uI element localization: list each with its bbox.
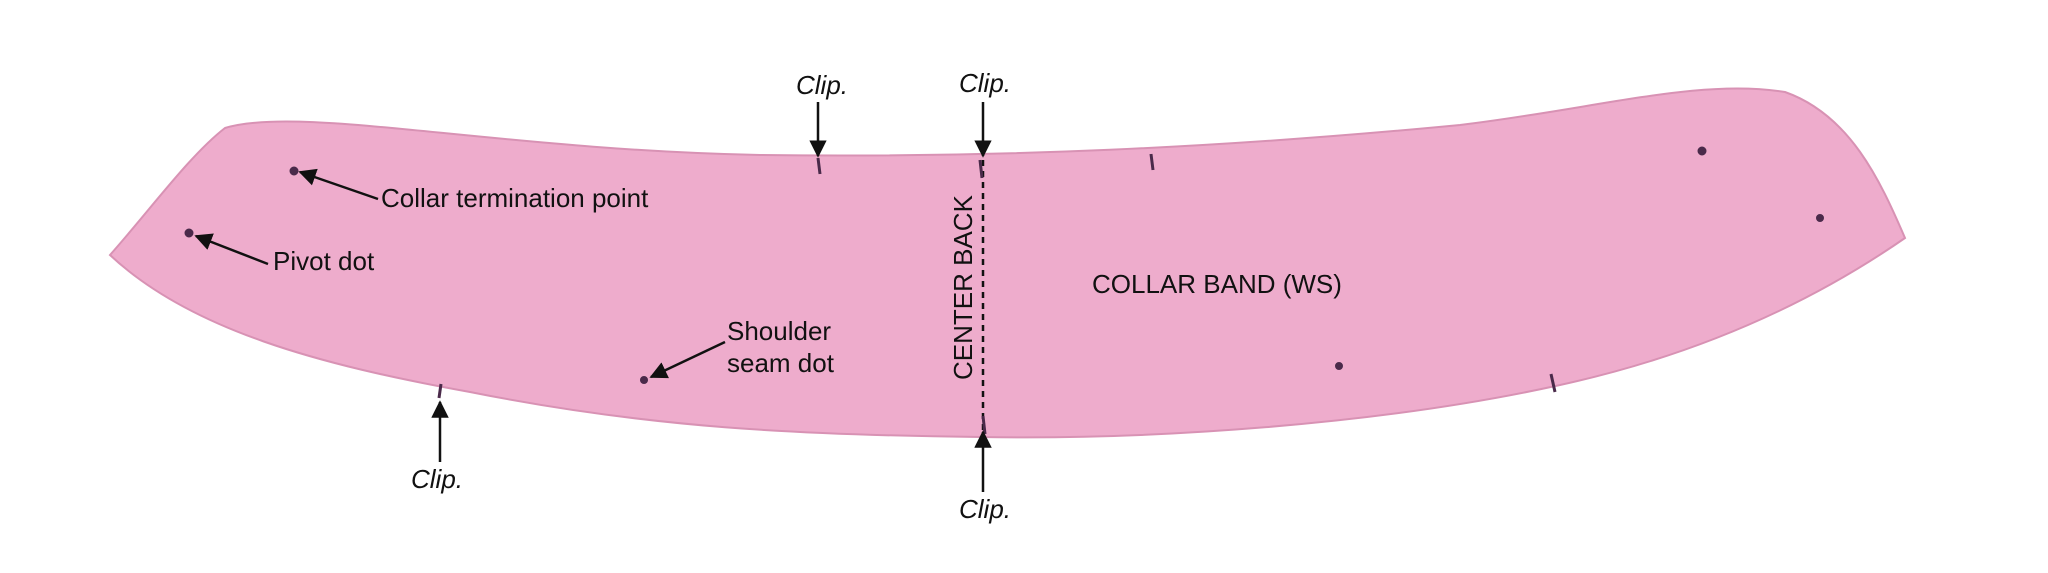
leader-arrows	[194, 102, 992, 492]
collar-band-fabric	[108, 87, 1907, 439]
label-shoulder-seam-line2: seam dot	[727, 348, 835, 378]
clip-mark-bottom-center	[981, 415, 987, 435]
clip-mark-top-center	[978, 159, 984, 179]
dot-right-lower	[1335, 362, 1343, 370]
clip-mark-top-right	[1149, 153, 1155, 171]
label-shoulder-seam-line1: Shoulder	[727, 316, 831, 346]
label-collar-band: COLLAR BAND (WS)	[1092, 269, 1342, 299]
dot-right-upper	[1697, 146, 1707, 156]
fabric-marks	[184, 146, 1824, 435]
label-clip-top-left: Clip.	[796, 70, 848, 100]
clip-mark-bottom-right	[1549, 373, 1557, 393]
dot-right-edge	[1816, 214, 1824, 222]
arrow-collar-termination	[298, 168, 379, 201]
label-clip-bottom-left: Clip.	[411, 464, 463, 494]
label-collar-termination-point: Collar termination point	[381, 183, 649, 213]
label-center-back: CENTER BACK	[948, 194, 978, 380]
label-clip-top-center: Clip.	[959, 68, 1011, 98]
arrow-shoulder-seam	[649, 340, 726, 379]
clip-mark-bottom-left	[437, 383, 443, 399]
arrow-pivot-dot	[194, 233, 269, 266]
pivot-dot	[184, 228, 194, 238]
shoulder-seam-dot	[640, 376, 648, 384]
label-pivot-dot: Pivot dot	[273, 246, 375, 276]
clip-mark-top-left	[816, 157, 822, 175]
label-clip-bottom-center: Clip.	[959, 494, 1011, 524]
collar-termination-dot	[289, 166, 299, 176]
